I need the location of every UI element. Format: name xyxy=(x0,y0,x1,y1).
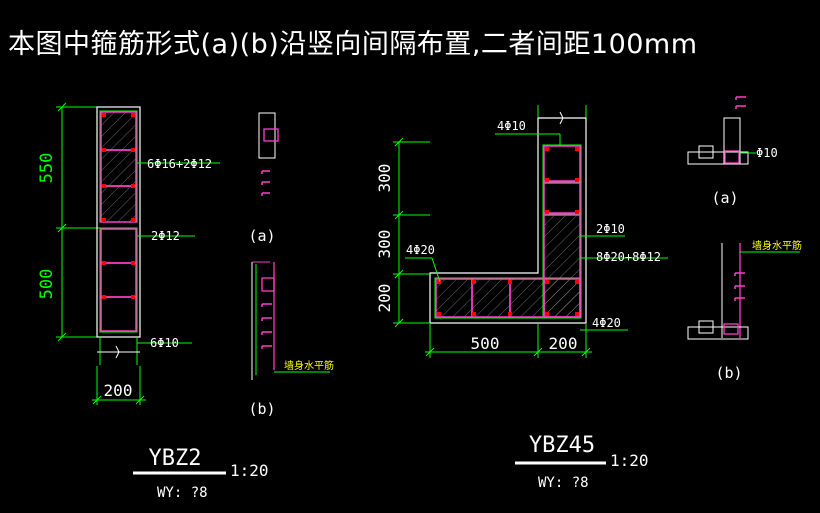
ybz2-dim-200: 200 xyxy=(104,381,133,400)
ybz45-dim-200-horz: 200 xyxy=(549,334,578,353)
ybz45-label-bars: 8Φ20+8Φ12 xyxy=(596,250,661,264)
ybz45-dim-200-vert: 200 xyxy=(375,284,394,313)
ybz45-detail-a-bar: Φ10 xyxy=(756,146,778,160)
ybz45-label-4-20: 4Φ20 xyxy=(406,243,435,257)
ybz45-label-bottom: 4Φ20 xyxy=(592,316,621,330)
ybz2-section: 550 500 xyxy=(37,102,220,405)
ybz45-detail-b: 墙身水平筋 (b) xyxy=(687,239,802,382)
ybz2-detail-a-label: (a) xyxy=(248,227,275,245)
ybz45-dim-300-top: 300 xyxy=(375,164,394,193)
ybz45-title: YBZ45 xyxy=(529,433,595,458)
ybz2-label-2-12: 2Φ12 xyxy=(151,229,180,243)
ybz45-detail-a-label: (a) xyxy=(711,189,738,207)
ybz2-label-bars: 6Φ16+2Φ12 xyxy=(147,157,212,171)
ybz45-section: 300 300 200 500 200 4Φ10 2Φ10 4Φ20 8Φ20+ xyxy=(375,105,668,358)
ybz2-dim-550: 550 xyxy=(37,153,57,184)
ybz45-label-top: 4Φ10 xyxy=(497,119,526,133)
ybz2-label-stirrup: 6Φ10 xyxy=(150,336,179,350)
ybz2-detail-b-label: (b) xyxy=(248,400,275,418)
ybz2-scale: 1:20 xyxy=(230,461,269,480)
ybz2-detail-a: (a) xyxy=(248,112,279,245)
ybz2-title-block: YBZ2 1:20 WY: ?8 xyxy=(133,446,269,501)
ybz45-wy: WY: ?8 xyxy=(538,475,589,491)
ybz2-detail-b-wallbar: 墙身水平筋 xyxy=(284,359,334,372)
drawing-heading: 本图中箍筋形式(a)(b)沿竖向间隔布置,二者间距100mm xyxy=(8,29,698,60)
ybz2-dim-500: 500 xyxy=(37,269,57,300)
ybz45-detail-b-wallbar: 墙身水平筋 xyxy=(752,239,802,252)
ybz45-scale: 1:20 xyxy=(610,451,649,470)
ybz45-label-2-10: 2Φ10 xyxy=(596,222,625,236)
ybz2-detail-b: 墙身水平筋 (b) xyxy=(248,261,334,418)
ybz45-detail-b-label: (b) xyxy=(715,364,742,382)
ybz45-detail-a: Φ10 (a) xyxy=(687,96,778,207)
ybz45-dim-500: 500 xyxy=(471,334,500,353)
ybz45-title-block: YBZ45 1:20 WY: ?8 xyxy=(515,433,649,491)
ybz2-title: YBZ2 xyxy=(149,446,202,471)
ybz2-wy: WY: ?8 xyxy=(157,485,208,501)
ybz45-dim-300-mid: 300 xyxy=(375,230,394,259)
